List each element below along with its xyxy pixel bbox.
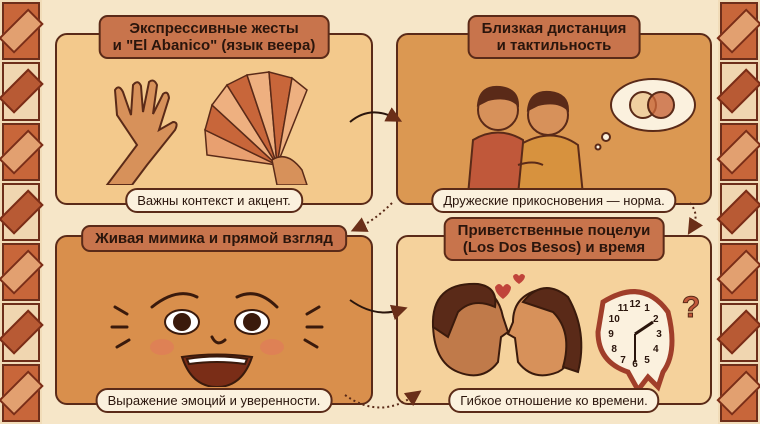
tile xyxy=(720,62,758,121)
tile xyxy=(2,243,40,302)
tile xyxy=(720,122,758,181)
ornamental-border-left xyxy=(0,0,42,424)
tile xyxy=(2,62,40,121)
clock-number: 9 xyxy=(608,329,614,340)
title-line: (Los Dos Besos) и время xyxy=(462,239,646,256)
arrow-3-to-4-bottom xyxy=(344,390,422,409)
arrow-2-to-3 xyxy=(350,202,393,232)
panel-title: Близкая дистанция и тактильность xyxy=(467,15,641,59)
panel-gestures: Экспрессивные жесты и "El Abanico" (язык… xyxy=(55,15,373,213)
tile xyxy=(720,243,758,302)
arrow-2-to-4 xyxy=(687,202,704,235)
tile xyxy=(720,182,758,242)
question-mark-icon: ? xyxy=(682,291,700,324)
cheek-blush xyxy=(260,339,284,355)
clock-number: 10 xyxy=(609,314,621,325)
panel-caption: Выражение эмоций и уверенности. xyxy=(95,388,333,413)
clock-number: 11 xyxy=(618,303,629,314)
arrow-3-to-4 xyxy=(349,299,408,321)
tile xyxy=(720,363,758,422)
clock-number: 4 xyxy=(653,344,659,355)
clock-number: 6 xyxy=(632,359,638,370)
panel-facial-expression: Живая мимика и прямой взгляд Выражение э… xyxy=(55,225,373,413)
panel-title: Живая мимика и прямой взгляд xyxy=(81,225,347,252)
panel-caption: Дружеские прикосновения — норма. xyxy=(431,188,677,213)
cheek-blush xyxy=(150,339,174,355)
panel-caption: Гибкое отношение ко времени. xyxy=(448,388,660,413)
clock-number: 2 xyxy=(653,314,659,325)
panel-kisses-and-time: Приветственные поцелуи (Los Dos Besos) и… xyxy=(396,217,712,413)
tile xyxy=(2,363,40,422)
clock-number: 8 xyxy=(611,344,617,355)
tile xyxy=(2,303,40,362)
title-line: и тактильность xyxy=(496,37,612,54)
tile xyxy=(2,122,40,181)
smiling-face-illustration xyxy=(110,292,324,387)
clock-number: 12 xyxy=(629,299,641,310)
title-line: Живая мимика и прямой взгляд xyxy=(95,230,333,247)
panel-title: Экспрессивные жесты и "El Abanico" (язык… xyxy=(98,15,330,59)
clock-number: 3 xyxy=(656,329,662,340)
clock-number: 7 xyxy=(620,355,626,366)
tile xyxy=(2,2,40,61)
title-line: Близкая дистанция xyxy=(481,20,627,37)
panel-distance: Близкая дистанция и тактильность Дружеск… xyxy=(396,15,712,213)
tile xyxy=(720,303,758,362)
hand-and-fan-illustration xyxy=(105,71,308,185)
waving-hand-icon xyxy=(105,79,178,185)
ornamental-border-right xyxy=(718,0,760,424)
clock-number: 5 xyxy=(644,355,650,366)
panel-title: Приветственные поцелуи (Los Dos Besos) и… xyxy=(443,217,665,261)
arrow-1-to-2 xyxy=(349,107,403,123)
title-line: Приветственные поцелуи xyxy=(457,222,651,239)
tile xyxy=(2,182,40,242)
two-friends-illustration xyxy=(466,78,696,195)
title-line: и "El Abanico" (язык веера) xyxy=(112,37,316,54)
title-line: Экспрессивные жесты xyxy=(129,20,299,37)
venn-circle xyxy=(647,91,675,119)
friend-left-body xyxy=(466,131,530,195)
tile xyxy=(720,2,758,61)
panel-caption: Важны контекст и акцент. xyxy=(125,188,303,213)
friend-right-body xyxy=(516,134,585,195)
clock-number: 1 xyxy=(644,303,650,314)
heart-icons xyxy=(495,274,525,299)
fan-icon xyxy=(204,71,308,185)
